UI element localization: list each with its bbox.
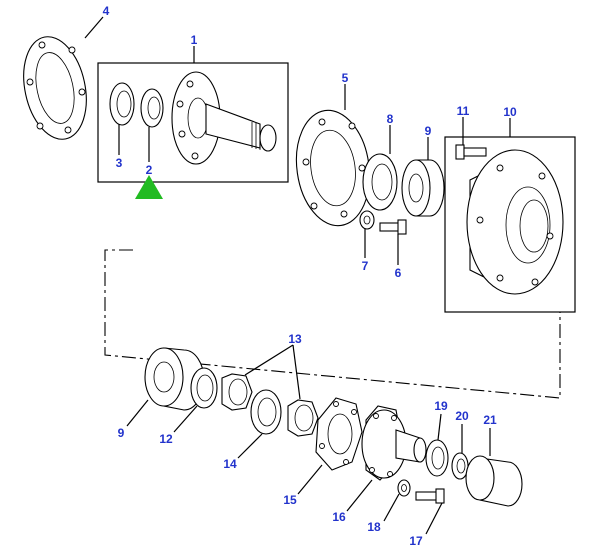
callout-9-upper: 9 (425, 124, 432, 138)
part-8-seal[interactable] (362, 153, 398, 211)
callout-12: 12 (159, 432, 173, 446)
callout-19: 19 (434, 399, 448, 413)
callout-16: 16 (332, 510, 346, 524)
callout-1: 1 (191, 33, 198, 47)
callout-21: 21 (483, 413, 497, 427)
part-3-seal[interactable] (109, 82, 135, 126)
part-11-stud[interactable] (455, 144, 487, 160)
part-19-shim[interactable] (425, 439, 449, 477)
callout-15: 15 (283, 493, 297, 507)
part-7-washer[interactable] (359, 210, 375, 230)
part-4-gasket[interactable] (15, 31, 95, 145)
part-21-hub-cap[interactable] (465, 455, 523, 507)
part-10-hub[interactable] (466, 149, 564, 295)
part-5-gasket[interactable] (289, 106, 376, 231)
assembly-path-line (104, 249, 561, 399)
part-20-circlip[interactable] (451, 452, 469, 480)
callout-17: 17 (409, 534, 423, 548)
part-13-nut-upper[interactable] (221, 373, 253, 411)
callout-4: 4 (103, 4, 110, 18)
part-13-nut-lower[interactable] (287, 399, 319, 437)
part-9-bearing-upper[interactable] (401, 159, 445, 217)
assembly-box-1 (97, 62, 289, 183)
part-15-gasket[interactable] (315, 397, 363, 471)
callout-2: 2 (146, 163, 153, 177)
part-16-drive-flange[interactable] (361, 405, 427, 481)
part-17-bolt[interactable] (415, 488, 445, 504)
callout-18: 18 (367, 520, 381, 534)
callout-6: 6 (395, 266, 402, 280)
green-triangle-selection-marker[interactable] (135, 175, 163, 199)
callout-5: 5 (342, 71, 349, 85)
callout-14: 14 (223, 457, 237, 471)
callout-11: 11 (457, 104, 470, 118)
callout-3: 3 (116, 156, 123, 170)
part-2-seal[interactable] (140, 88, 164, 128)
callout-7: 7 (362, 259, 369, 273)
part-6-bolt[interactable] (379, 219, 407, 235)
leader-lines (84, 16, 511, 535)
part-1-stub-axle[interactable] (171, 71, 277, 165)
part-14-lock-washer[interactable] (250, 389, 282, 435)
callout-8: 8 (387, 112, 394, 126)
callout-10: 10 (503, 105, 517, 119)
part-12-circlip[interactable] (190, 367, 218, 409)
callout-9-lower: 9 (118, 426, 125, 440)
callout-13: 13 (288, 332, 302, 346)
part-18-washer[interactable] (397, 479, 411, 497)
callout-20: 20 (455, 409, 469, 423)
